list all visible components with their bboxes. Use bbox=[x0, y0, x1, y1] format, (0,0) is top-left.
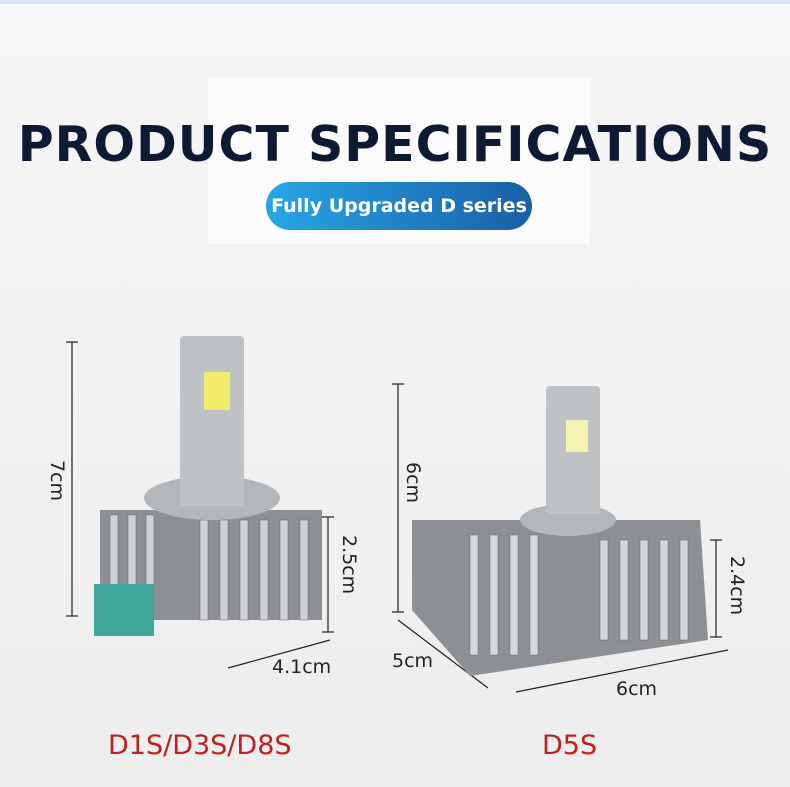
d5s-width-label: 6cm bbox=[616, 678, 658, 700]
model-d5s-label: D5S bbox=[542, 730, 598, 761]
d1s-base-height-label: 2.5cm bbox=[338, 535, 360, 595]
d5s-depth-label: 5cm bbox=[392, 650, 434, 672]
model-d1s-label: D1S/D3S/D8S bbox=[108, 730, 292, 761]
bulb-d1s bbox=[94, 336, 322, 636]
d1s-height-label: 7cm bbox=[46, 460, 68, 502]
series-badge: Fully Upgraded D series bbox=[266, 182, 532, 230]
top-border bbox=[0, 0, 790, 4]
bulb-d5s bbox=[412, 386, 708, 676]
page-title: PRODUCT SPECIFICATIONS bbox=[17, 116, 773, 173]
d5s-height-label: 6cm bbox=[402, 462, 424, 504]
d1s-width-label: 4.1cm bbox=[272, 656, 332, 678]
d5s-base-height-label: 2.4cm bbox=[726, 556, 748, 616]
dimension-lines bbox=[66, 341, 729, 693]
